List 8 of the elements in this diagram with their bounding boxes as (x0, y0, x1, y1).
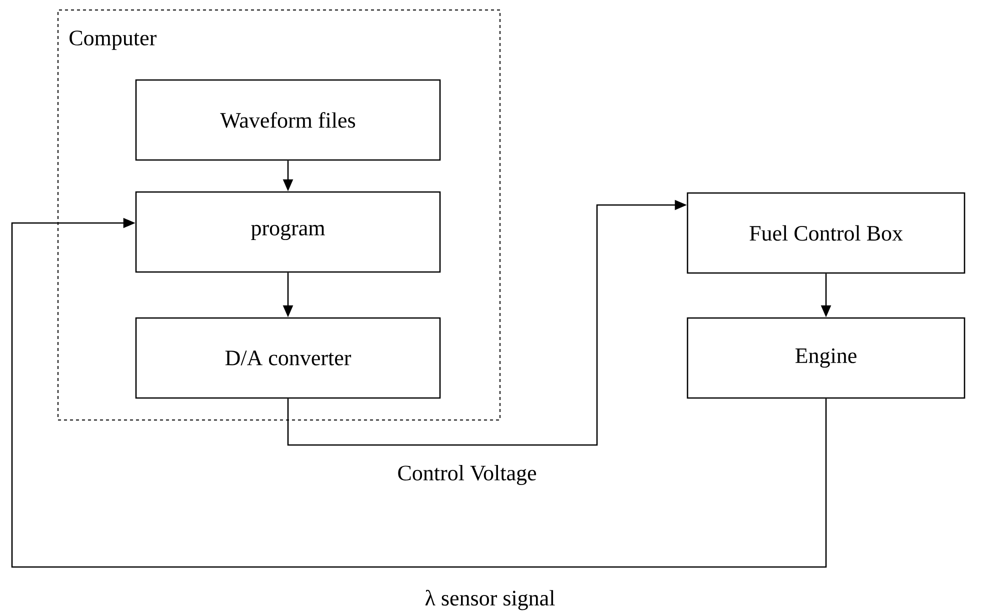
edge-label: Control Voltage (395, 463, 539, 488)
edge-label: λ sensor signal (422, 588, 558, 612)
process-box: Waveform files (135, 79, 441, 161)
arrow (11, 218, 827, 568)
process-box: Engine (686, 317, 966, 399)
process-box: Fuel Control Box (686, 192, 966, 274)
process-box: program (135, 191, 441, 273)
process-box: D/A converter (135, 317, 441, 399)
